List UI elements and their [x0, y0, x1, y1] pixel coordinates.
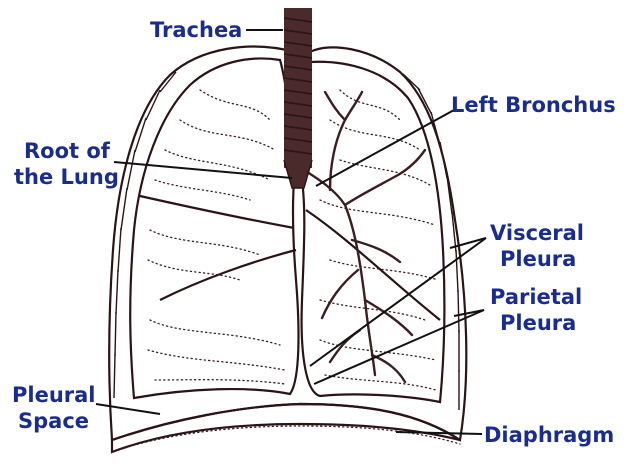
label-pleural-space-line2: Space	[18, 409, 89, 433]
rib-segments-right	[403, 74, 459, 410]
label-visceral-pleura-line2: Pleura	[500, 247, 576, 271]
label-visceral-pleura-line1: Visceral	[490, 221, 584, 245]
trachea	[284, 8, 312, 188]
right-lung	[130, 58, 298, 398]
label-pleural-space-line1: Pleural	[12, 383, 96, 407]
label-trachea: Trachea	[150, 18, 242, 42]
label-parietal-pleura-line2: Pleura	[500, 311, 576, 335]
rib-segments-left	[114, 72, 176, 398]
label-diaphragm: Diaphragm	[484, 423, 614, 447]
label-parietal-pleura-line1: Parietal	[490, 285, 582, 309]
label-left-bronchus: Left Bronchus	[451, 93, 616, 117]
label-root-of-lung-line2: the Lung	[14, 165, 119, 189]
label-root-of-lung-line1: Root of	[24, 139, 111, 163]
diaphragm-shape	[112, 404, 460, 452]
